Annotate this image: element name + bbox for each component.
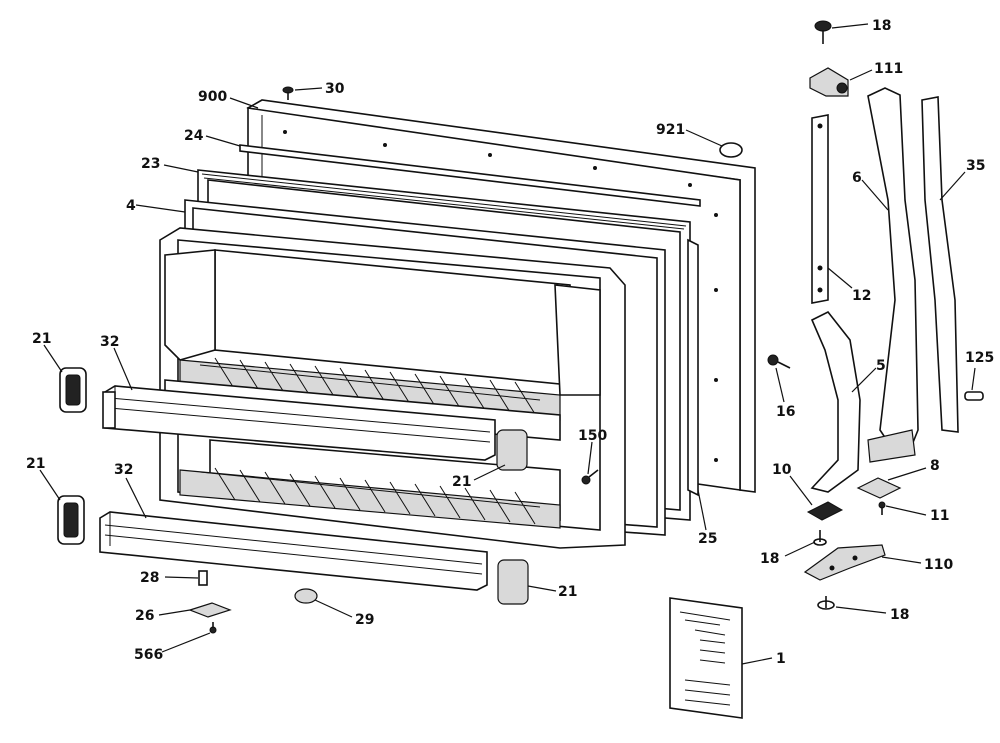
label-566: 566: [134, 647, 163, 663]
screw-566: [209, 622, 217, 634]
upper-door-rail: [102, 385, 496, 461]
label-21-lower-left: 21: [26, 456, 45, 472]
hole-plug-921: [719, 142, 743, 158]
screw-18-top: [814, 20, 832, 44]
stop-29: [294, 588, 318, 604]
washer-8: [856, 477, 902, 499]
rail-end-cap-right-lower: [497, 559, 529, 605]
plug-28: [198, 570, 208, 586]
leader-lines: [39, 23, 976, 665]
screw-30: [282, 86, 294, 100]
door-handle-6: [867, 87, 919, 463]
instruction-booklet: [669, 597, 743, 719]
hinge-bar-12: [811, 114, 829, 304]
label-6: 6: [852, 170, 862, 186]
label-18-top: 18: [872, 18, 891, 34]
bushing-10: [806, 501, 844, 521]
label-921: 921: [656, 122, 685, 138]
label-4: 4: [126, 198, 136, 214]
label-28: 28: [140, 570, 159, 586]
label-35: 35: [966, 158, 985, 174]
handle-trim-35: [921, 96, 959, 433]
pin-125: [964, 391, 984, 401]
label-18-mid: 18: [760, 551, 779, 567]
label-110: 110: [924, 557, 953, 573]
screw-18-mid: [813, 530, 827, 546]
clip-26: [188, 602, 232, 618]
label-21-lower-right: 21: [558, 584, 577, 600]
label-5: 5: [876, 358, 886, 374]
label-10: 10: [772, 462, 792, 478]
label-1: 1: [776, 651, 786, 667]
door-bin-frame: [159, 227, 626, 549]
label-18-bottom: 18: [890, 607, 909, 623]
label-26: 26: [135, 608, 154, 624]
screw-18-bottom: [817, 596, 835, 610]
label-32-upper: 32: [100, 334, 119, 350]
handle-bracket-5: [810, 310, 861, 493]
label-21-upper-right: 21: [452, 474, 471, 490]
screw-11: [878, 501, 886, 515]
top-strip: [239, 144, 701, 207]
label-21-upper-left: 21: [32, 331, 51, 347]
label-900: 900: [198, 89, 227, 105]
label-111: 111: [874, 61, 903, 77]
label-23: 23: [141, 156, 160, 172]
label-150: 150: [578, 428, 607, 444]
side-strip: [687, 238, 699, 497]
rail-end-cap-right-upper: [496, 429, 528, 471]
label-24: 24: [184, 128, 204, 144]
label-16: 16: [776, 404, 795, 420]
bottom-hinge-110: [803, 544, 886, 581]
label-29: 29: [355, 612, 374, 628]
rail-end-cap-left-lower: [57, 495, 85, 545]
screw-16: [767, 354, 791, 369]
label-25: 25: [698, 531, 717, 547]
label-8: 8: [930, 458, 940, 474]
label-125: 125: [965, 350, 994, 366]
label-32-lower: 32: [114, 462, 133, 478]
lower-door-rail: [99, 511, 488, 591]
rail-end-cap-left-upper: [59, 367, 87, 413]
screw-150: [581, 469, 599, 485]
hinge-111: [809, 67, 849, 97]
label-11: 11: [930, 508, 949, 524]
label-12: 12: [852, 288, 871, 304]
label-30: 30: [325, 81, 345, 97]
